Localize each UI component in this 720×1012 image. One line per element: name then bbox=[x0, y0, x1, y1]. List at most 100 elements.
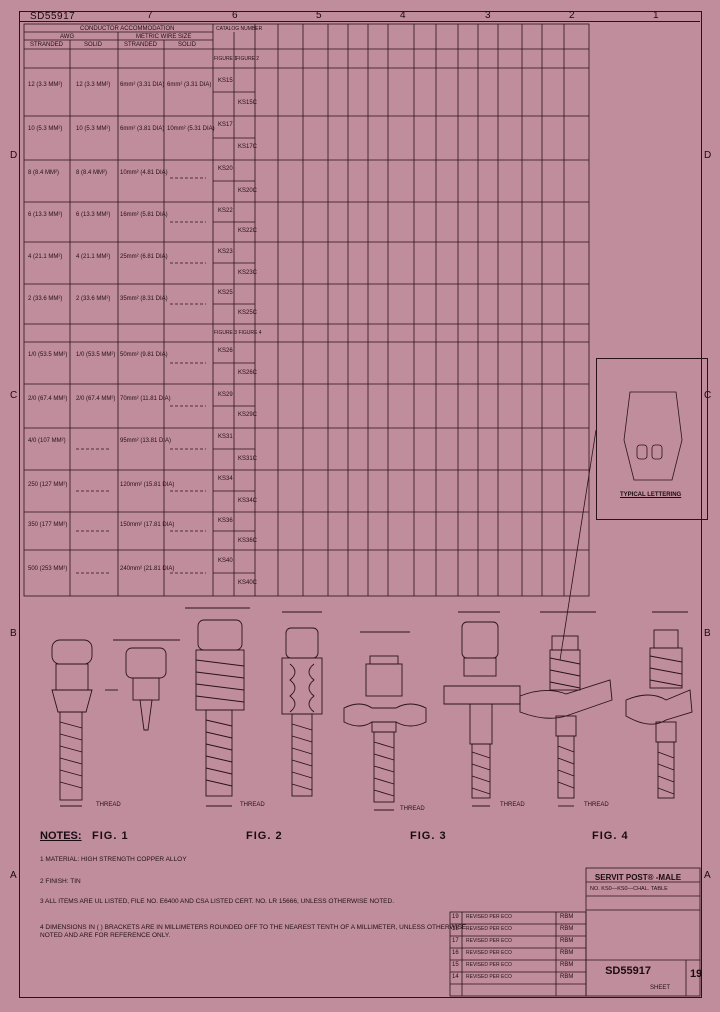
thread-label-fig3: THREAD bbox=[400, 806, 425, 812]
fig-row-label: FIGURE 3 FIGURE 4 bbox=[214, 330, 262, 336]
marking-caption: TYPICAL LETTERING bbox=[620, 492, 682, 498]
rev-ltr: 15 bbox=[452, 962, 459, 968]
cell-cat1: KS15 bbox=[218, 78, 233, 84]
cell-stranded: 2 (33.6 MM²) bbox=[28, 296, 63, 302]
zone-row-d-left: D bbox=[10, 150, 18, 161]
col-header-figure-2: FIGURE 2 bbox=[236, 56, 260, 62]
sheet-label: SHEET bbox=[650, 985, 671, 991]
figure-4-label: FIG. 4 bbox=[592, 830, 629, 842]
zone-col-7: 7 bbox=[147, 10, 153, 21]
rev-desc: REVISED PER ECO bbox=[466, 962, 512, 968]
cell-cat1: KS22 bbox=[218, 208, 233, 214]
cell-stranded: 1/0 (53.5 MM²) bbox=[28, 352, 68, 358]
cell-cat1: KS34 bbox=[218, 476, 233, 482]
cell-cat1: KS23 bbox=[218, 249, 233, 255]
cell-cat1: KS17 bbox=[218, 122, 233, 128]
table-subheader-metric: METRIC WIRE SIZE bbox=[136, 34, 192, 40]
figure-2-label: FIG. 2 bbox=[246, 830, 283, 842]
cell-cat2: KS34C bbox=[238, 498, 258, 504]
zone-col-2: 2 bbox=[569, 10, 575, 21]
cell-metric-solid: 10mm² (5.31 DIA) bbox=[167, 126, 215, 132]
cell-solid: 1/0 (53.5 MM²) bbox=[76, 352, 116, 358]
drawing-frame bbox=[19, 11, 702, 998]
zone-col-1: 1 bbox=[653, 10, 659, 21]
cell-cat2: KS15C bbox=[238, 100, 258, 106]
document-number-corner: SD55917 bbox=[30, 11, 76, 22]
cell-stranded: 350 (177 MM²) bbox=[28, 522, 68, 528]
rev-by: RBM bbox=[560, 950, 574, 956]
thread-label-fig3b: THREAD bbox=[500, 802, 525, 808]
zone-row-b-right: B bbox=[704, 628, 711, 639]
cell-solid: 2/0 (67.4 MM²) bbox=[76, 396, 116, 402]
table-group-header: CONDUCTOR ACCOMMODATION bbox=[80, 26, 175, 32]
drawing-subtitle: NO. KS0—KS0—CHAL. TABLE bbox=[590, 886, 668, 892]
rev-ltr: 16 bbox=[452, 950, 459, 956]
figure-3-label: FIG. 3 bbox=[410, 830, 447, 842]
rev-desc: REVISED PER ECO bbox=[466, 938, 512, 944]
drawing-revision: 19 bbox=[690, 968, 703, 980]
rev-desc: REVISED PER ECO bbox=[466, 950, 512, 956]
rev-by: RBM bbox=[560, 926, 574, 932]
note-item: 3 ALL ITEMS ARE UL LISTED, FILE NO. E640… bbox=[40, 898, 395, 905]
rev-ltr: 17 bbox=[452, 938, 459, 944]
rev-by: RBM bbox=[560, 938, 574, 944]
figure-1-label: FIG. 1 bbox=[92, 830, 129, 842]
cell-metric: 6mm² (3.81 DIA) bbox=[120, 126, 165, 132]
cell-metric: 6mm² (3.31 DIA) bbox=[120, 82, 165, 88]
cell-cat1: KS25 bbox=[218, 290, 233, 296]
cell-metric: 120mm² (15.81 DIA) bbox=[120, 482, 175, 488]
rev-ltr: 14 bbox=[452, 974, 459, 980]
cell-cat2: KS25C bbox=[238, 310, 258, 316]
cell-metric: 25mm² (6.81 DIA) bbox=[120, 254, 168, 260]
cell-stranded: 6 (13.3 MM²) bbox=[28, 212, 63, 218]
rev-by: RBM bbox=[560, 974, 574, 980]
cell-solid: 6 (13.3 MM²) bbox=[76, 212, 111, 218]
cell-cat1: KS36 bbox=[218, 518, 233, 524]
cell-cat1: KS31 bbox=[218, 434, 233, 440]
zone-col-4: 4 bbox=[400, 10, 406, 21]
cell-cat1: KS26 bbox=[218, 348, 233, 354]
col-header-metric-solid: SOLID bbox=[178, 42, 197, 48]
cell-metric: 16mm² (5.81 DIA) bbox=[120, 212, 168, 218]
cell-solid: 4 (21.1 MM²) bbox=[76, 254, 111, 260]
zone-row-c-left: C bbox=[10, 390, 18, 401]
cell-metric: 70mm² (11.81 DIA) bbox=[120, 396, 171, 402]
cell-metric: 150mm² (17.81 DIA) bbox=[120, 522, 175, 528]
rev-by: RBM bbox=[560, 914, 574, 920]
cell-stranded: 250 (127 MM²) bbox=[28, 482, 68, 488]
thread-label-fig1: THREAD bbox=[96, 802, 121, 808]
cell-cat2: KS31C bbox=[238, 456, 258, 462]
rev-by: RBM bbox=[560, 962, 574, 968]
cell-cat2: KS22C bbox=[238, 228, 258, 234]
cell-stranded: 500 (253 MM²) bbox=[28, 566, 68, 572]
cell-cat2: KS20C bbox=[238, 188, 258, 194]
cell-metric: 50mm² (9.81 DIA) bbox=[120, 352, 168, 358]
zone-row-a-right: A bbox=[704, 870, 711, 881]
note-item: 1 MATERIAL: HIGH STRENGTH COPPER ALLOY bbox=[40, 856, 187, 863]
cell-stranded: 8 (8.4 MM²) bbox=[28, 170, 60, 176]
thread-label-fig4: THREAD bbox=[584, 802, 609, 808]
cell-solid: 8 (8.4 MM²) bbox=[76, 170, 108, 176]
rev-ltr: 18 bbox=[452, 926, 459, 932]
marking-detail-box bbox=[596, 358, 708, 520]
cell-metric-solid: 6mm² (3.31 DIA) bbox=[167, 82, 212, 88]
table-subheader-catalog: CATALOG NUMBER bbox=[216, 26, 263, 32]
cell-metric: 35mm² (8.31 DIA) bbox=[120, 296, 168, 302]
zone-col-5: 5 bbox=[316, 10, 322, 21]
cell-stranded: 4 (21.1 MM²) bbox=[28, 254, 63, 260]
rev-desc: REVISED PER ECO bbox=[466, 926, 512, 932]
drawing-title: SERVIT POST® -MALE bbox=[594, 873, 682, 882]
cell-metric: 10mm² (4.81 DIA) bbox=[120, 170, 168, 176]
cell-solid: 2 (33.6 MM²) bbox=[76, 296, 111, 302]
zone-row-b-left: B bbox=[10, 628, 17, 639]
notes-title: NOTES: bbox=[40, 830, 82, 842]
rev-ltr: 19 bbox=[452, 914, 459, 920]
cell-cat2: KS40C bbox=[238, 580, 258, 586]
zone-col-3: 3 bbox=[485, 10, 491, 21]
cell-cat1: KS20 bbox=[218, 166, 233, 172]
cell-stranded: 2/0 (67.4 MM²) bbox=[28, 396, 68, 402]
cell-stranded: 10 (5.3 MM²) bbox=[28, 126, 63, 132]
cell-metric: 240mm² (21.81 DIA) bbox=[120, 566, 175, 572]
cell-cat2: KS17C bbox=[238, 144, 258, 150]
